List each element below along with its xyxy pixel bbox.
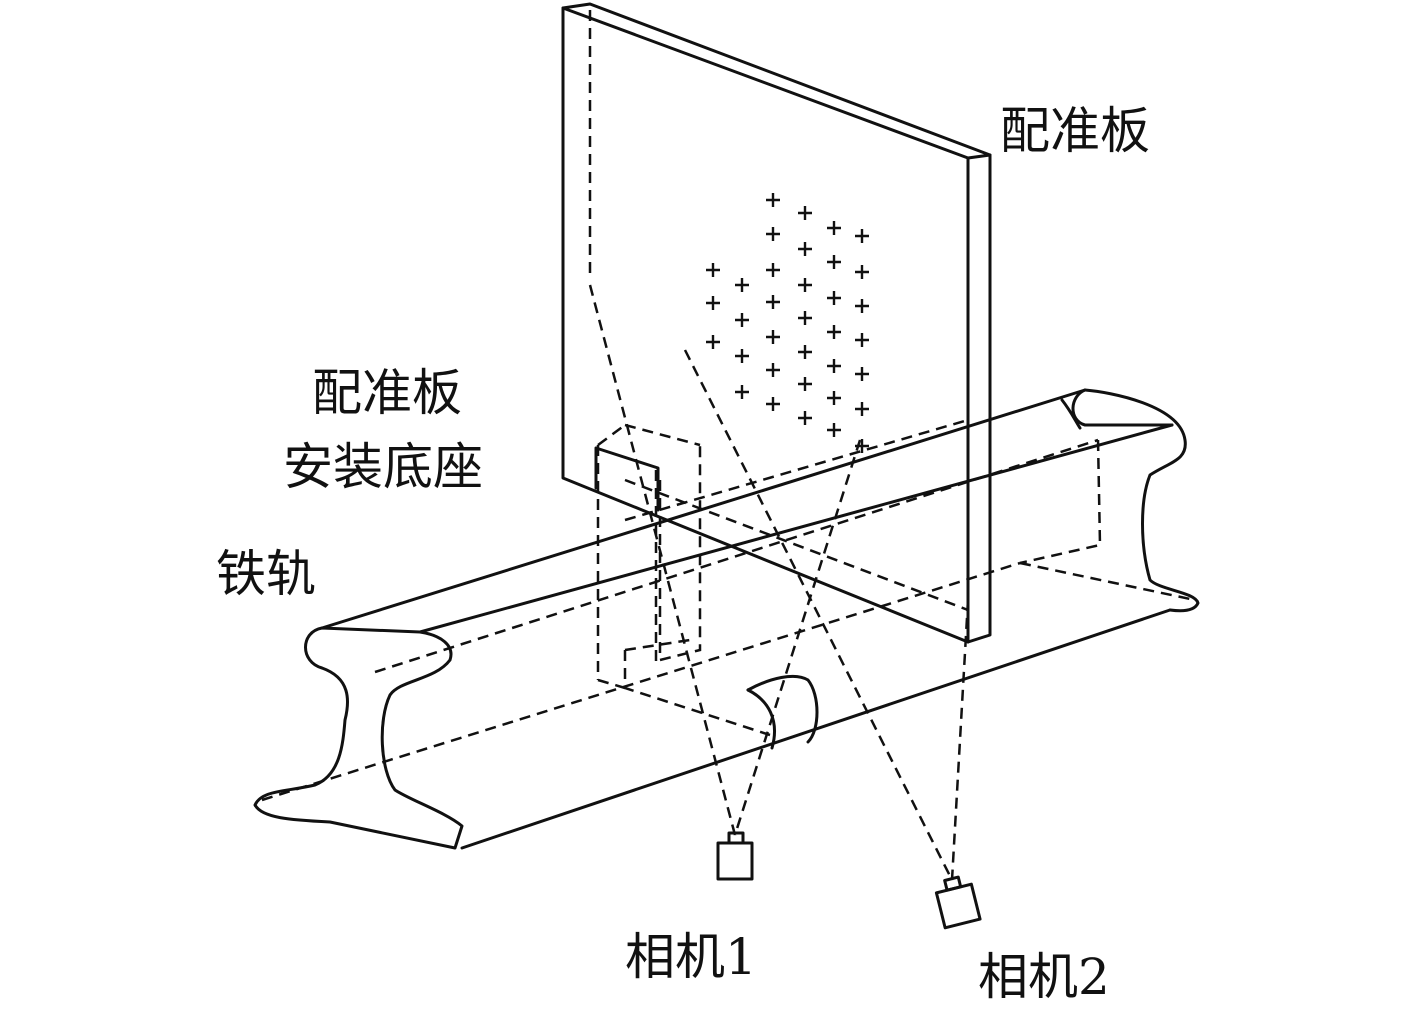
board-marker-cross: [798, 411, 812, 425]
board-marker-cross: [766, 397, 780, 411]
rail: [253, 388, 1200, 850]
mount-label-line2: 安装底座: [283, 438, 483, 496]
mount-label-line1: 配准板: [312, 364, 462, 422]
board-marker-cross: [798, 278, 812, 292]
camera1-label: 相机1: [625, 928, 757, 986]
board-marker-cross: [766, 193, 780, 207]
camera-view-rays: [588, 284, 970, 881]
board-marker-cross: [798, 345, 812, 359]
board-marker-cross: [827, 423, 841, 437]
board-marker-cross: [855, 265, 869, 279]
board-marker-cross: [827, 255, 841, 269]
board-marker-cross: [855, 367, 869, 381]
board-marker-cross: [735, 385, 749, 399]
board-markers: [706, 193, 869, 453]
board-hidden-lines: [588, 10, 970, 642]
rail-fixture: [746, 674, 819, 750]
board-marker-cross: [798, 242, 812, 256]
board-marker-cross: [735, 349, 749, 363]
board-label: 配准板: [1000, 102, 1150, 160]
camera2-label: 相机2: [978, 948, 1110, 1006]
camera-2: [934, 875, 982, 930]
board-marker-cross: [827, 221, 841, 235]
board-marker-cross: [855, 229, 869, 243]
rail-label: 铁轨: [216, 545, 316, 603]
board-marker-cross: [798, 377, 812, 391]
camera-1: [716, 831, 754, 881]
board-marker-cross: [766, 295, 780, 309]
board-marker-cross: [798, 206, 812, 220]
registration-board: [561, 2, 992, 644]
rail-end-profile: [253, 626, 464, 850]
board-marker-cross: [706, 263, 720, 277]
mount-base: [596, 423, 771, 737]
board-marker-cross: [855, 299, 869, 313]
board-marker-cross: [706, 296, 720, 310]
board-marker-cross: [766, 363, 780, 377]
board-marker-cross: [827, 291, 841, 305]
board-marker-cross: [827, 359, 841, 373]
board-marker-cross: [827, 391, 841, 405]
board-marker-cross: [855, 402, 869, 416]
board-marker-cross: [766, 227, 780, 241]
board-marker-cross: [735, 278, 749, 292]
board-marker-cross: [798, 311, 812, 325]
board-marker-cross: [735, 313, 749, 327]
board-marker-cross: [766, 330, 780, 344]
board-marker-cross: [706, 335, 720, 349]
board-marker-cross: [855, 333, 869, 347]
board-marker-cross: [827, 325, 841, 339]
board-marker-cross: [766, 263, 780, 277]
